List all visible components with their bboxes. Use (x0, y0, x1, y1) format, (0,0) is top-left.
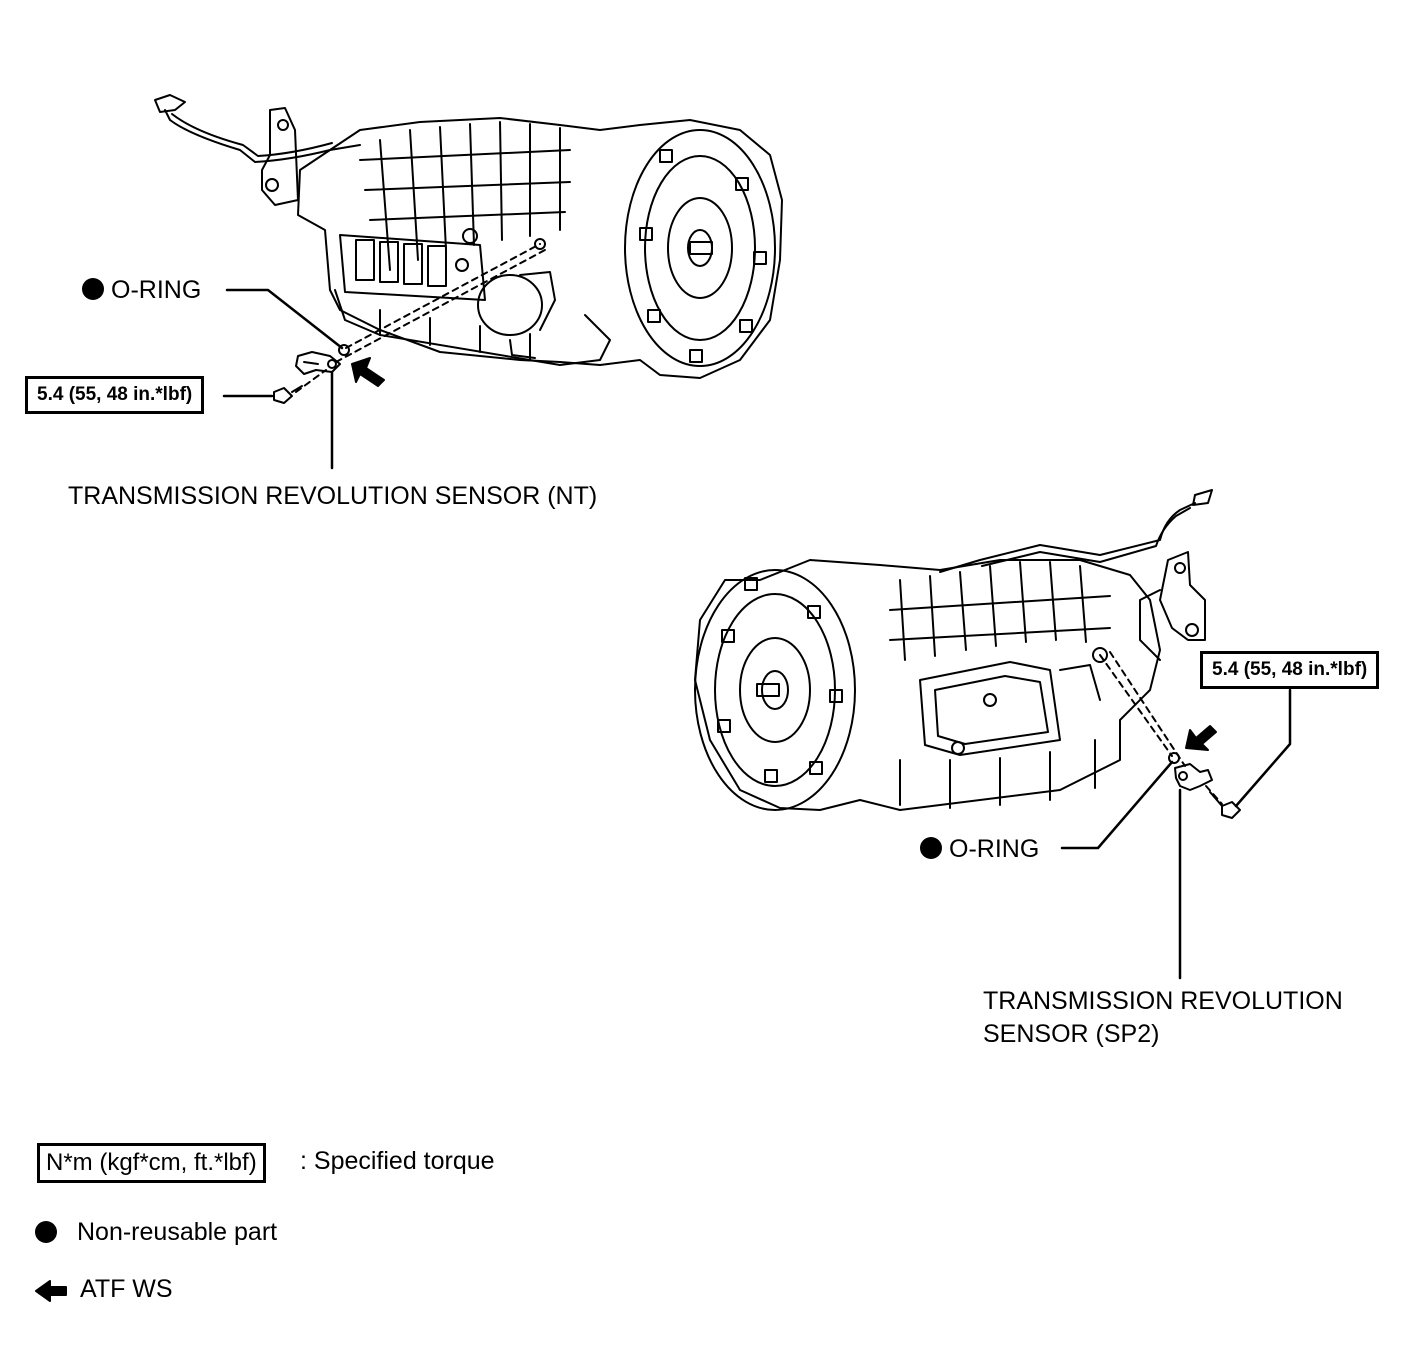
upper-sensor-label: TRANSMISSION REVOLUTION SENSOR (NT) (68, 482, 598, 510)
non-reusable-dot-icon (82, 278, 104, 300)
legend-nonreusable-label: Non-reusable part (77, 1218, 278, 1246)
lower-sensor-sp2 (1174, 763, 1213, 791)
legend-torque-desc: : Specified torque (300, 1147, 495, 1175)
legend-atf-label: ATF WS (80, 1275, 173, 1303)
upper-transmission-illustration (154, 94, 783, 379)
lower-torque-box: 5.4 (55, 48 in.*lbf) (1200, 651, 1380, 689)
leader-lines (222, 288, 1292, 980)
upper-atf-arrow (351, 357, 385, 387)
upper-oring-label: O-RING (111, 276, 202, 304)
atf-arrow-icon (35, 1280, 67, 1302)
lower-install-lines (1099, 651, 1223, 805)
lower-bolt (1209, 791, 1241, 819)
non-reusable-dot-icon (920, 837, 942, 859)
upper-bolt (273, 385, 303, 404)
legend-non-reusable-dot-icon (35, 1221, 57, 1243)
upper-torque-box: 5.4 (55, 48 in.*lbf) (25, 376, 205, 414)
lower-oring-label: O-RING (949, 835, 1040, 863)
lower-sensor-label-line2: SENSOR (SP2) (983, 1020, 1160, 1048)
upper-sensor-nt (295, 351, 341, 375)
upper-install-lines (295, 243, 546, 393)
legend-torque-box: N*m (kgf*cm, ft.*lbf) (37, 1143, 266, 1183)
lower-transmission-illustration (694, 489, 1213, 811)
lower-atf-arrow (1185, 725, 1217, 751)
lower-sensor-label-line1: TRANSMISSION REVOLUTION (983, 987, 1343, 1015)
upper-oring (338, 344, 350, 356)
